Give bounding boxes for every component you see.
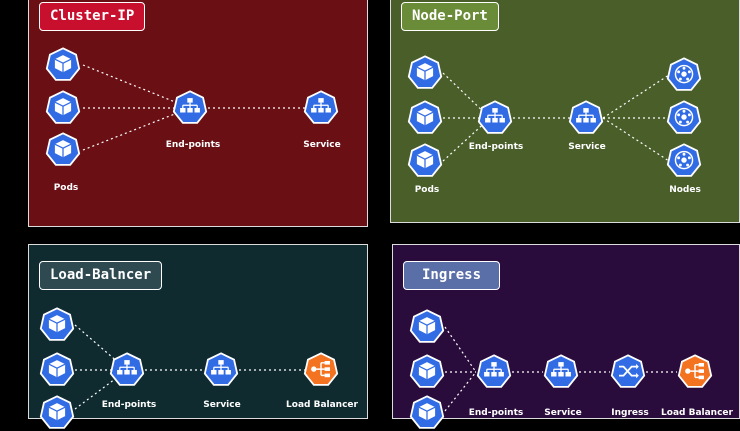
cluster-ip-connectors [82,64,309,151]
ingress-panel: Ingress End-points Service Ingress Load … [392,244,740,419]
ingress-title: Ingress [403,261,501,290]
endpoints-label: End-points [165,140,221,150]
pod-icon-2 [45,90,81,126]
endpoints-label: End-points [101,400,157,410]
node-icon-1 [666,57,702,93]
service-icon [303,90,339,126]
pod-icon-1 [409,309,445,345]
load-balancer-icon [303,352,339,388]
endpoints-icon [109,352,145,388]
load-balancer-connectors [74,324,305,410]
service-label: Service [203,400,241,410]
load-balancer-icon [677,354,713,390]
load-balancer-label: Load Balancer [286,400,358,410]
pods-label: Pods [53,183,79,193]
node-port-title: Node-Port [401,2,499,31]
endpoints-icon [476,354,512,390]
endpoints-icon [477,100,513,136]
ingress-icon [610,354,646,390]
cluster-ip-title: Cluster-IP [39,2,146,31]
node-icon-2 [666,100,702,136]
ingress-label: Ingress [611,408,649,418]
cluster-ip-panel: Cluster-IP Pods End-points Service [28,0,368,227]
endpoints-label: End-points [468,408,524,418]
load-balancer-title: Load-Balncer [39,261,163,290]
service-icon [543,354,579,390]
node-port-panel: Node-Port Pods End-points Service Nodes [390,0,740,223]
service-label: Service [568,142,606,152]
node-icon-3 [666,143,702,179]
pod-icon-1 [45,47,81,83]
load-balancer-label: Load Balancer [661,408,733,418]
node-port-connectors [442,72,670,162]
pod-icon-1 [39,307,75,343]
pod-icon-2 [409,354,445,390]
pod-icon-3 [407,143,443,179]
pod-icon-2 [39,352,75,388]
pod-icon-1 [407,55,443,91]
pod-icon-3 [409,395,445,431]
endpoints-label: End-points [468,142,524,152]
pod-icon-2 [407,100,443,136]
pod-icon-3 [39,395,75,431]
pods-label: Pods [414,185,440,195]
endpoints-icon [172,90,208,126]
pod-icon-3 [45,132,81,168]
service-icon [568,100,604,136]
service-label: Service [544,408,582,418]
service-label: Service [303,140,341,150]
nodes-label: Nodes [669,185,701,195]
ingress-connectors [444,326,677,412]
service-icon [203,352,239,388]
load-balancer-panel: Load-Balncer End-points Service Load Bal… [28,244,368,419]
